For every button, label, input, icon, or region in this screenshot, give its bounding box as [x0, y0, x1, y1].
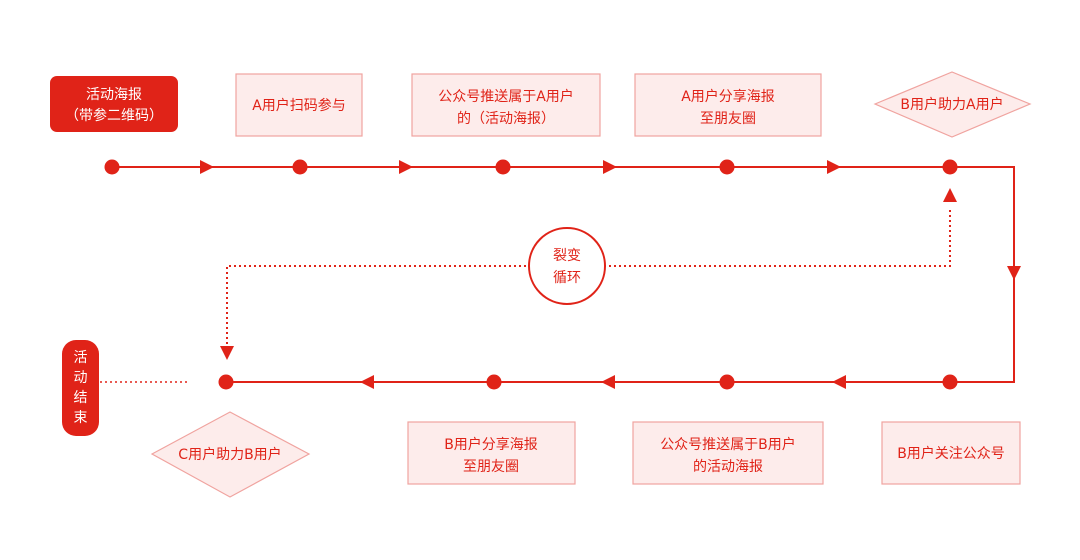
end-node-char: 结 [74, 390, 88, 406]
flow-dot [486, 374, 502, 390]
arrow-down-icon [1007, 266, 1021, 280]
flow-dot [104, 159, 120, 175]
flow-dot [218, 374, 234, 390]
step-box: B用户分享海报 至朋友圈 [407, 421, 576, 485]
arrow-down-icon [220, 346, 234, 360]
loop-label: 循环 [553, 270, 581, 286]
start-node: 活动海报 （带参二维码） [50, 76, 178, 132]
step-box: 公众号推送属于A用户 的（活动海报） [411, 73, 601, 137]
step-box-label: 公众号推送属于A用户 [438, 88, 574, 105]
arrow-left-icon [360, 375, 374, 389]
decision-diamond-label: C用户助力B用户 [178, 446, 281, 463]
step-box: A用户分享海报 至朋友圈 [634, 73, 822, 137]
end-node-char: 束 [74, 410, 88, 426]
step-box: A用户扫码参与 [235, 73, 363, 137]
decision-diamond: C用户助力B用户 [150, 411, 311, 498]
loop-label: 裂变 [553, 248, 581, 264]
start-node-line1: 活动海报 [86, 87, 142, 103]
arrow-right-icon [399, 160, 413, 174]
step-box-label: 的活动海报 [693, 459, 763, 475]
end-node-char: 动 [74, 370, 88, 386]
step-box-label: A用户扫码参与 [252, 97, 346, 114]
step-box-label: 公众号推送属于B用户 [660, 436, 796, 453]
arrow-left-icon [832, 375, 846, 389]
arrow-right-icon [200, 160, 214, 174]
start-node-line2: （带参二维码） [65, 107, 163, 124]
arrow-right-icon [603, 160, 617, 174]
flow-dot [292, 159, 308, 175]
fission-loop-line [226, 210, 951, 350]
flow-dot [719, 159, 735, 175]
step-box-label: 至朋友圈 [463, 459, 519, 475]
decision-diamond: B用户助力A用户 [873, 71, 1032, 138]
right-connector-line [950, 166, 1015, 383]
step-box-label: 至朋友圈 [700, 111, 756, 127]
arrow-left-icon [601, 375, 615, 389]
step-box-label: 的（活动海报） [457, 111, 555, 127]
flow-dot [495, 159, 511, 175]
step-box-label: B用户关注公众号 [897, 445, 1005, 462]
flow-dot [942, 374, 958, 390]
arrow-right-icon [827, 160, 841, 174]
step-box: B用户关注公众号 [881, 421, 1021, 485]
step-box-label: A用户分享海报 [681, 88, 775, 105]
step-box-label: B用户分享海报 [444, 436, 538, 453]
arrow-up-icon [943, 188, 957, 202]
end-node-char: 活 [74, 350, 88, 366]
decision-diamond-label: B用户助力A用户 [900, 96, 1003, 113]
step-box: 公众号推送属于B用户 的活动海报 [632, 421, 824, 485]
end-node: 活 动 结 束 [62, 340, 99, 436]
flow-dot [719, 374, 735, 390]
fission-loop-circle: 裂变 循环 [528, 227, 606, 305]
